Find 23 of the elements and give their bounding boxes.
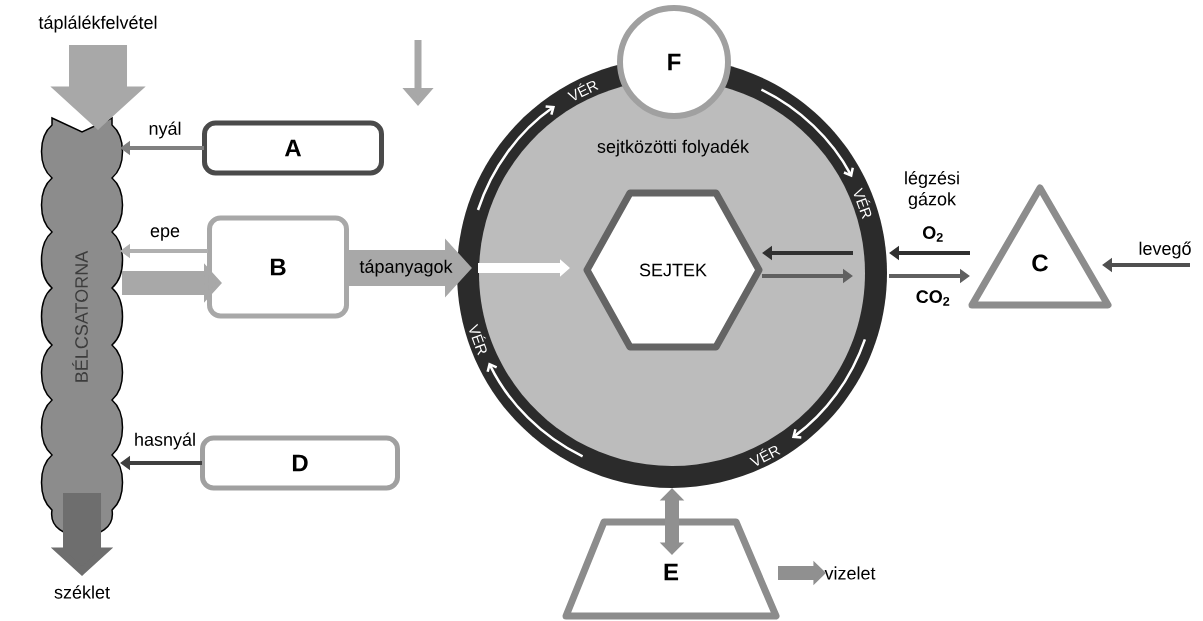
- vessel-label: VÉR: [469, 323, 487, 356]
- label-text: táplálékfelvétel: [38, 15, 157, 33]
- label-text: vizelet: [824, 566, 876, 580]
- edge-label: epe: [150, 227, 180, 241]
- edge-label: O$_{2}$: [923, 226, 943, 242]
- vessel-label: VÉR: [853, 187, 872, 220]
- label-text: légzési gázok: [905, 171, 959, 209]
- organ-box: D: [200, 435, 400, 491]
- organ-trapezoid: E: [562, 518, 780, 620]
- edge-label: hasnyál: [135, 432, 195, 450]
- label-text: széklet: [54, 585, 110, 599]
- intestine-tube: BÉLCSATORNA: [40, 117, 124, 537]
- organ-triangle: C: [968, 184, 1112, 309]
- vessel-label: VÉR: [567, 80, 599, 101]
- edge-label: CO$_{2}$: [916, 290, 950, 306]
- edge-label: tápanyagok: [358, 258, 454, 278]
- cell-hexagon: SEJTEK: [583, 189, 763, 351]
- arrow: [659, 488, 685, 555]
- organ-box: A: [202, 120, 384, 176]
- label-text: levegő: [1139, 241, 1191, 259]
- organ-box: B: [207, 215, 349, 319]
- vessel-label: VÉR: [749, 445, 781, 466]
- edge-label: nyál: [149, 121, 181, 139]
